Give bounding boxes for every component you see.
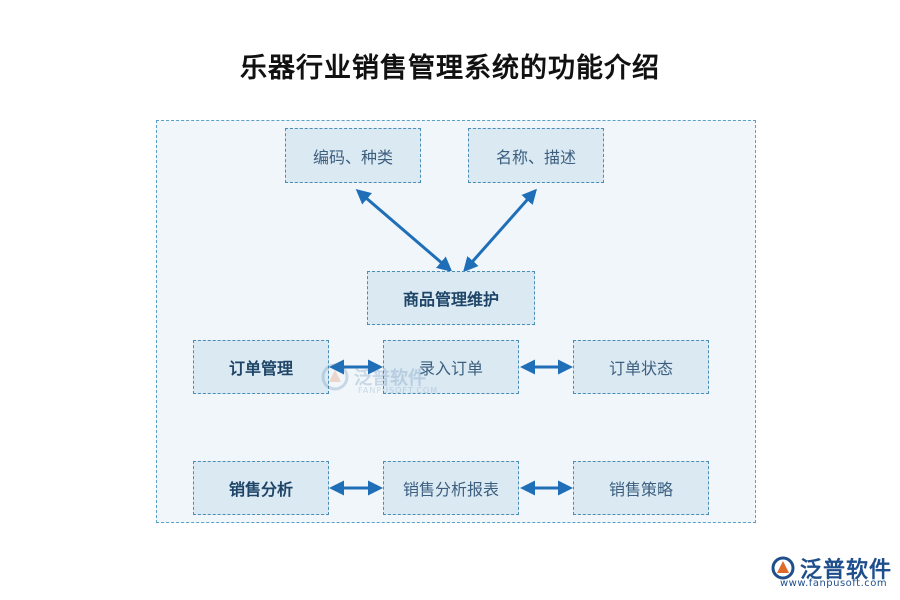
brand-logo-text: 泛普软件 [800, 558, 893, 583]
node-enter-order: 录入订单 [383, 340, 519, 394]
node-sales-report: 销售分析报表 [383, 461, 519, 515]
watermark: 泛普软件 FANPUSOFT.COM [320, 362, 437, 395]
node-order-status: 订单状态 [573, 340, 709, 394]
brand-logo: 泛普软件 [770, 552, 892, 584]
watermark-sub: FANPUSOFT.COM [358, 386, 439, 395]
node-sales-analysis: 销售分析 [193, 461, 329, 515]
watermark-text: 泛普软件 [354, 368, 426, 389]
node-sales-strategy: 销售策略 [573, 461, 709, 515]
node-order-management: 订单管理 [193, 340, 329, 394]
watermark-logo-icon [321, 363, 349, 391]
node-code-type: 编码、种类 [285, 128, 421, 183]
brand-url: www.fanpusoft.com [780, 578, 888, 589]
node-product-maintenance: 商品管理维护 [367, 271, 535, 325]
node-name-desc: 名称、描述 [468, 128, 604, 183]
brand-logo-icon [771, 556, 795, 580]
page-title: 乐器行业销售管理系统的功能介绍 [240, 53, 660, 84]
